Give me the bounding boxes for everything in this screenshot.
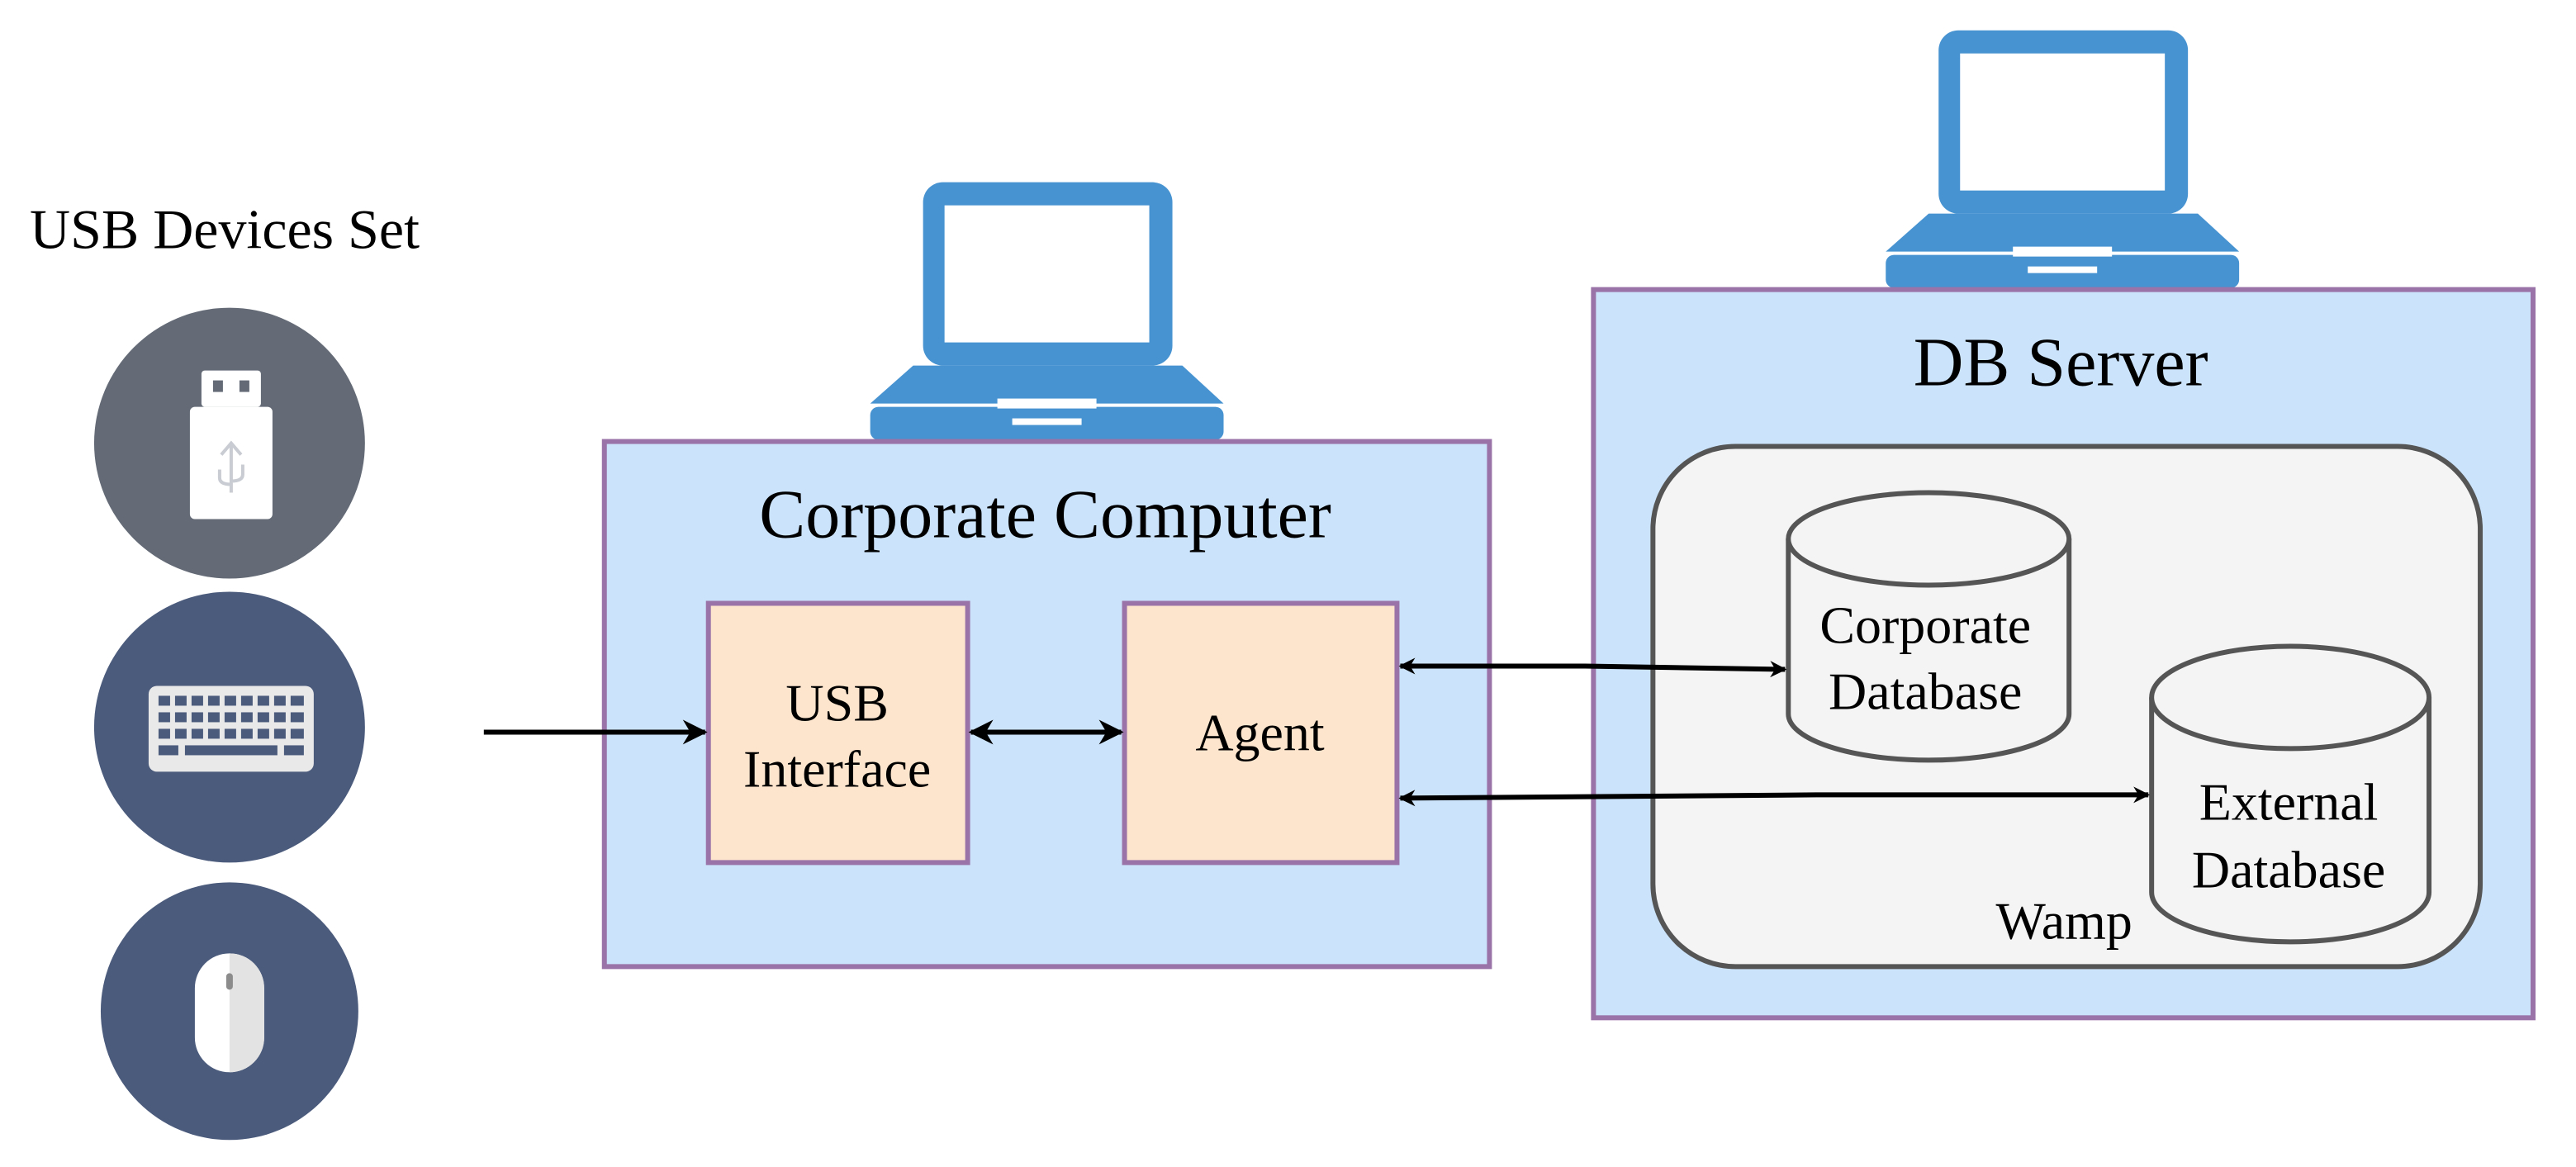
agent-corporate-db-arrow [1398, 657, 1787, 678]
usb-devices-set-title: USB Devices Set [30, 198, 420, 261]
mouse-icon [194, 953, 264, 1073]
usb-interface-label-line1: USB [785, 673, 888, 732]
db-server-container: DB Server Wamp Corporate Database Extern… [1591, 287, 2536, 1021]
usb-drive-device [93, 307, 365, 579]
agent-box: Agent [1122, 600, 1400, 866]
usb-interface-box: USB Interface [705, 600, 970, 866]
external-database-label-line2: Database [2192, 840, 2385, 899]
corporate-computer-container: Corporate Computer USB Interface Agent [601, 439, 1492, 970]
usb-interface-label-line2: Interface [743, 739, 931, 798]
keyboard-icon [148, 685, 314, 772]
corporate-database-cylinder: Corporate Database [1786, 490, 2072, 763]
corporate-database-label-line2: Database [1829, 662, 2022, 720]
agent-label: Agent [1195, 703, 1325, 761]
mouse-device [100, 882, 358, 1141]
keyboard-device [93, 591, 365, 863]
corporate-computer-laptop-icon [870, 182, 1224, 440]
corporate-computer-title: Corporate Computer [759, 477, 1331, 553]
db-server-laptop-icon [1886, 30, 2240, 288]
external-database-label-line1: External [2199, 772, 2379, 831]
wamp-label: Wamp [1996, 891, 2132, 950]
corporate-database-label-line1: Corporate [1819, 595, 2031, 654]
agent-external-db-arrow [1398, 786, 2151, 807]
external-database-cylinder: External Database [2149, 643, 2432, 945]
db-server-title: DB Server [1914, 325, 2208, 401]
usb-flash-drive-icon [189, 370, 273, 519]
